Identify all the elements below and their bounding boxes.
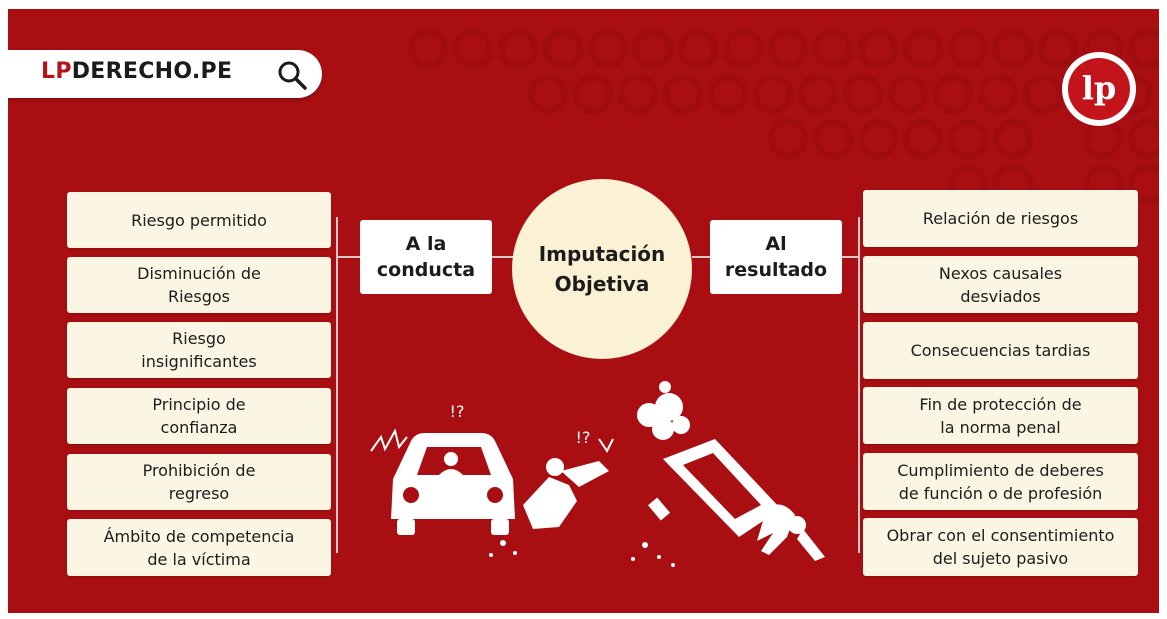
left-item-riesgo-insignificantes: Riesgo insignificantes: [67, 322, 331, 378]
left-item-label: Riesgo insignificantes: [141, 329, 257, 371]
left-item-label: Disminución de Riesgos: [137, 264, 261, 306]
category-a-la-conducta: A la conducta: [360, 220, 492, 294]
right-item-obrar-consentimiento: Obrar con el consentimiento del sujeto p…: [863, 518, 1138, 576]
left-item-label: Prohibición de regreso: [142, 461, 256, 503]
logo-banner[interactable]: LPDERECHO.PE: [8, 50, 322, 98]
left-item-principio-confianza: Principio de confianza: [67, 388, 331, 444]
right-item-label: Consecuencias tardias: [910, 341, 1091, 360]
car-crash-illustration: !? !?: [370, 381, 825, 567]
left-item-prohibicion-regreso: Prohibición de regreso: [67, 454, 331, 510]
left-bracket-horizontal: [336, 256, 360, 258]
lp-badge-text: lp: [1082, 69, 1117, 107]
infographic-canvas: LPDERECHO.PE lp Riesgo permitido Disminu…: [8, 9, 1159, 613]
motorcycle-rider-icon: !?: [489, 428, 614, 557]
left-connector: [492, 256, 514, 258]
right-item-consecuencias-tardias: Consecuencias tardias: [863, 322, 1138, 379]
right-item-label: Relación de riesgos: [922, 209, 1079, 228]
car-left-icon: !?: [370, 402, 515, 535]
left-item-label: Ámbito de competencia de la víctima: [103, 526, 295, 569]
right-connector: [692, 256, 710, 258]
logo-lp: LP: [41, 59, 72, 84]
category-label: Al resultado: [724, 233, 828, 281]
exclaim-left: !?: [450, 402, 465, 421]
right-bracket-horizontal: [842, 256, 859, 258]
left-bracket-vertical: [336, 217, 338, 553]
left-item-riesgo-permitido: Riesgo permitido: [67, 192, 331, 248]
left-item-label: Riesgo permitido: [131, 210, 267, 230]
center-concept: Imputación Objetiva: [512, 179, 692, 359]
fallen-person-icon: [757, 504, 825, 561]
left-item-ambito-competencia: Ámbito de competencia de la víctima: [67, 519, 331, 576]
right-item-label: Fin de protección de la norma penal: [919, 394, 1082, 437]
exclaim-right: !?: [576, 428, 591, 447]
category-label: A la conducta: [376, 233, 476, 281]
lp-badge-icon: lp: [1062, 52, 1136, 126]
left-item-label: Principio de confianza: [152, 395, 246, 437]
right-item-label: Nexos causales desviados: [938, 263, 1063, 306]
right-item-relacion-riesgos: Relación de riesgos: [863, 190, 1138, 247]
right-item-label: Cumplimiento de deberes de función o de …: [897, 460, 1104, 503]
smoke-cloud-icon: [637, 381, 690, 440]
right-item-cumplimiento-deberes: Cumplimiento de deberes de función o de …: [863, 453, 1138, 510]
left-item-disminucion-riesgos: Disminución de Riesgos: [67, 257, 331, 313]
logo-derecho: DERECHO.PE: [71, 59, 233, 84]
category-al-resultado: Al resultado: [710, 220, 842, 294]
right-item-nexos-causales: Nexos causales desviados: [863, 256, 1138, 313]
search-icon[interactable]: [276, 59, 308, 91]
overturned-car-icon: [631, 439, 781, 567]
right-item-fin-proteccion: Fin de protección de la norma penal: [863, 387, 1138, 444]
center-title: Imputación Objetiva: [538, 242, 666, 296]
right-bracket-vertical: [858, 217, 860, 553]
right-item-label: Obrar con el consentimiento del sujeto p…: [886, 526, 1115, 568]
site-logo: LPDERECHO.PE: [41, 59, 232, 84]
